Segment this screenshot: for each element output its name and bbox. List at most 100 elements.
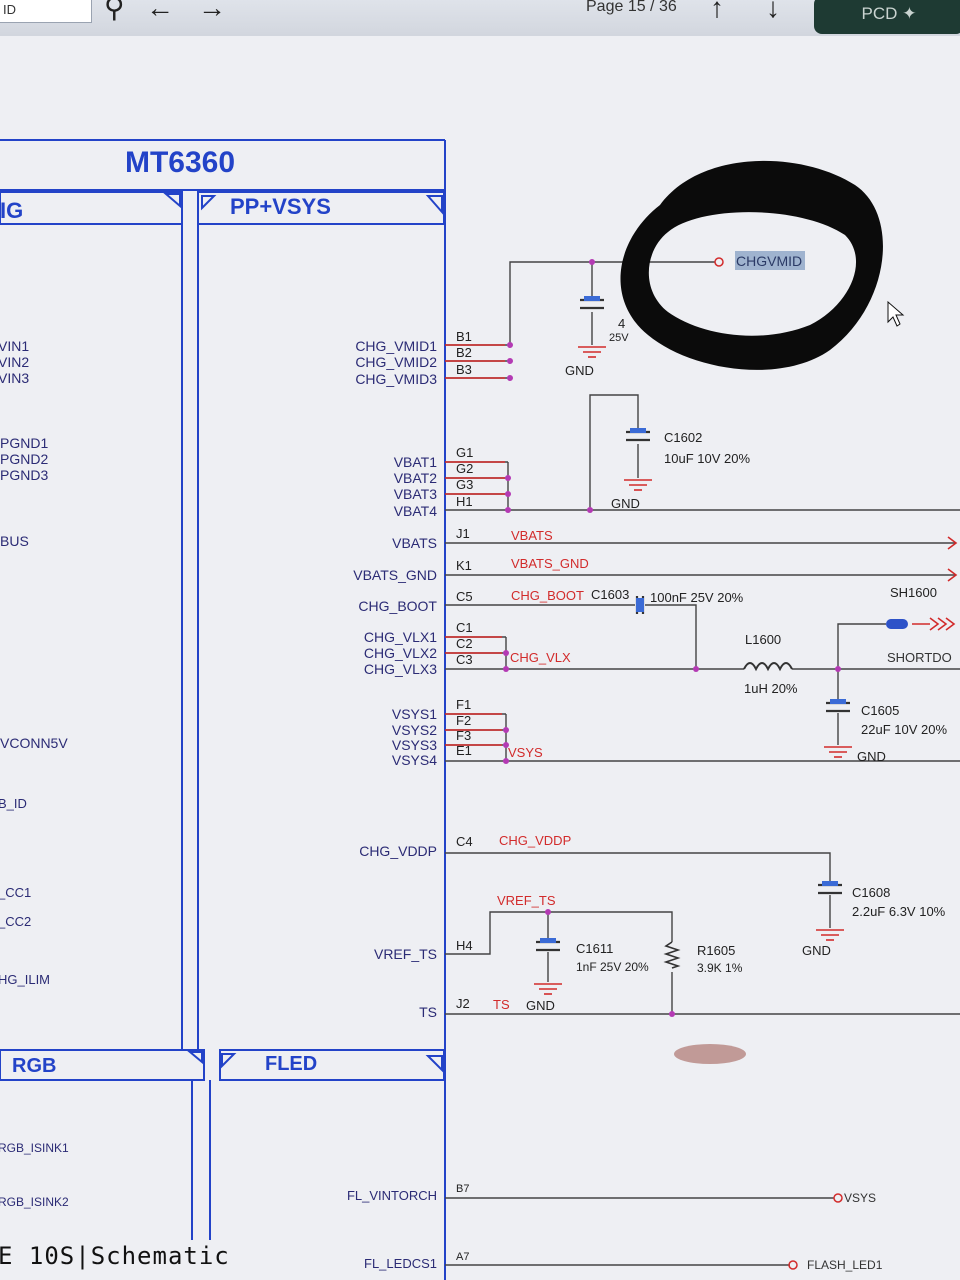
left-pin: B_ID bbox=[0, 796, 27, 811]
section-left-top: IG bbox=[0, 198, 23, 223]
gnd-label: GND bbox=[802, 943, 831, 958]
ball-id: C4 bbox=[456, 834, 473, 849]
pin-name: CHG_VLX1 bbox=[364, 629, 437, 645]
ball-id: H1 bbox=[456, 494, 473, 509]
ball-id: K1 bbox=[456, 558, 472, 573]
arrow-left-icon[interactable]: ← bbox=[146, 0, 174, 23]
pin-name: CHG_VDDP bbox=[359, 843, 437, 859]
c1601-value-partial: 4 bbox=[618, 316, 625, 331]
ball-id: A7 bbox=[456, 1251, 469, 1263]
net-vbats[interactable]: VBATS bbox=[511, 528, 553, 543]
net-vsys-out[interactable]: VSYS bbox=[844, 1191, 876, 1205]
inductor-symbol bbox=[743, 662, 793, 672]
left-pin: VIN1 bbox=[0, 338, 29, 354]
ball-id: J1 bbox=[456, 526, 470, 541]
r1605-value: 3.9K 1% bbox=[697, 961, 743, 975]
net-shortdo[interactable]: SHORTDO bbox=[887, 650, 952, 665]
ball-id: C2 bbox=[456, 636, 473, 651]
net-vref-ts[interactable]: VREF_TS bbox=[497, 893, 556, 908]
ball-id: E1 bbox=[456, 743, 472, 758]
ball-id: C5 bbox=[456, 589, 473, 604]
ball-id: J2 bbox=[456, 996, 470, 1011]
pin-name: CHG_BOOT bbox=[358, 598, 437, 614]
ball-id: B3 bbox=[456, 362, 472, 377]
chip-symbol bbox=[0, 139, 446, 1280]
selected-net-highlight bbox=[735, 251, 805, 270]
left-pin: _CC2 bbox=[0, 914, 31, 929]
pin-name: CHG_VLX3 bbox=[364, 661, 437, 677]
left-pin: BUS bbox=[0, 533, 29, 549]
left-pin: PGND3 bbox=[0, 467, 48, 483]
ball-id: G3 bbox=[456, 477, 473, 492]
net-chg-boot[interactable]: CHG_BOOT bbox=[511, 588, 584, 603]
pcd-button[interactable]: PCD ✦ bbox=[814, 0, 960, 34]
pin-name: VSYS1 bbox=[392, 706, 437, 722]
footer-title: E 10S|Schematic bbox=[0, 1242, 230, 1270]
search-icon[interactable]: ⚲ bbox=[104, 0, 125, 23]
chip-title: MT6360 bbox=[125, 146, 235, 179]
ball-id: F3 bbox=[456, 728, 471, 743]
mouse-cursor-icon bbox=[887, 300, 905, 327]
arrow-down-icon[interactable]: ↓ bbox=[766, 0, 780, 23]
net-flash-led1[interactable]: FLASH_LED1 bbox=[807, 1258, 883, 1272]
net-vbats-gnd[interactable]: VBATS_GND bbox=[511, 556, 589, 571]
left-pin: HG_ILIM bbox=[0, 972, 50, 987]
search-field[interactable]: ID bbox=[0, 0, 92, 23]
c1605-value: 22uF 10V 20% bbox=[861, 722, 947, 737]
c1603-value: 100nF 25V 20% bbox=[650, 590, 744, 605]
ball-id: F1 bbox=[456, 697, 471, 712]
c1602-ref[interactable]: C1602 bbox=[664, 430, 702, 445]
page-indicator: Page 15 / 36 bbox=[586, 0, 677, 15]
net-ts[interactable]: TS bbox=[493, 997, 510, 1012]
net-terminals bbox=[714, 257, 843, 1270]
left-pin: VIN2 bbox=[0, 354, 29, 370]
c1602-value: 10uF 10V 20% bbox=[664, 451, 750, 466]
schematic-canvas[interactable]: MT6360 IG PP+VSYS RGB FLED VIN1 VIN2 VIN… bbox=[0, 36, 960, 1280]
ball-id: G1 bbox=[456, 445, 473, 460]
right-pin-labels: CHG_VMID1 CHG_VMID2 CHG_VMID3 VBAT1 VBAT… bbox=[347, 338, 437, 1271]
section-right-top: PP+VSYS bbox=[230, 194, 331, 219]
c1605-ref[interactable]: C1605 bbox=[861, 703, 899, 718]
left-pin: PGND2 bbox=[0, 451, 48, 467]
left-pin: RGB_ISINK1 bbox=[0, 1141, 69, 1155]
pin-name: VREF_TS bbox=[374, 946, 437, 962]
arrow-right-icon[interactable]: → bbox=[198, 0, 226, 23]
arrow-up-icon[interactable]: ↑ bbox=[710, 0, 724, 23]
red-wire-highlights bbox=[445, 344, 505, 746]
pin-name: VBAT3 bbox=[394, 486, 438, 502]
ball-id: B1 bbox=[456, 329, 472, 344]
terminal-labels: VSYS FLASH_LED1 SHORTDO bbox=[807, 650, 952, 1272]
pin-name: TS bbox=[419, 1004, 437, 1020]
pin-name: VBATS bbox=[392, 535, 437, 551]
sh1600-ref[interactable]: SH1600 bbox=[890, 585, 937, 600]
c1611-value: 1nF 25V 20% bbox=[576, 960, 649, 974]
ball-id: B7 bbox=[456, 1183, 469, 1195]
pin-name: VBAT4 bbox=[394, 503, 438, 519]
r1605-ref[interactable]: R1605 bbox=[697, 943, 735, 958]
net-chgvmid[interactable]: CHGVMID bbox=[736, 253, 802, 269]
pcd-label: PCD bbox=[861, 4, 898, 23]
pin-name: CHG_VMID3 bbox=[355, 371, 437, 387]
pin-icon: ✦ bbox=[902, 4, 917, 23]
c1608-ref[interactable]: C1608 bbox=[852, 885, 890, 900]
net-chg-vddp[interactable]: CHG_VDDP bbox=[499, 833, 571, 848]
c1603-ref[interactable]: C1603 bbox=[591, 587, 629, 602]
marker-scribble bbox=[620, 160, 883, 370]
pin-name: VSYS2 bbox=[392, 722, 437, 738]
l1600-ref[interactable]: L1600 bbox=[745, 632, 781, 647]
gnd-labels: GND GND GND GND GND bbox=[526, 363, 886, 1013]
left-pin: VCONN5V bbox=[0, 735, 68, 751]
net-labels: CHGVMID VBATS VBATS_GND CHG_BOOT CHG_VLX… bbox=[493, 251, 805, 1012]
viewer-toolbar: ID ⚲ ← → Page 15 / 36 ↑ ↓ PCD ✦ bbox=[0, 0, 960, 36]
ground-symbols bbox=[534, 346, 852, 995]
ball-id: C1 bbox=[456, 620, 473, 635]
pin-name: VBATS_GND bbox=[353, 567, 437, 583]
net-chg-vlx[interactable]: CHG_VLX bbox=[510, 650, 571, 665]
section-left-bottom: RGB bbox=[12, 1055, 56, 1077]
pin-name: CHG_VMID2 bbox=[355, 354, 437, 370]
net-vsys[interactable]: VSYS bbox=[508, 745, 543, 760]
c1611-ref[interactable]: C1611 bbox=[576, 941, 613, 956]
pin-name: VSYS4 bbox=[392, 752, 437, 768]
pin-name: VBAT2 bbox=[394, 470, 438, 486]
pin-name: FL_VINTORCH bbox=[347, 1188, 437, 1203]
